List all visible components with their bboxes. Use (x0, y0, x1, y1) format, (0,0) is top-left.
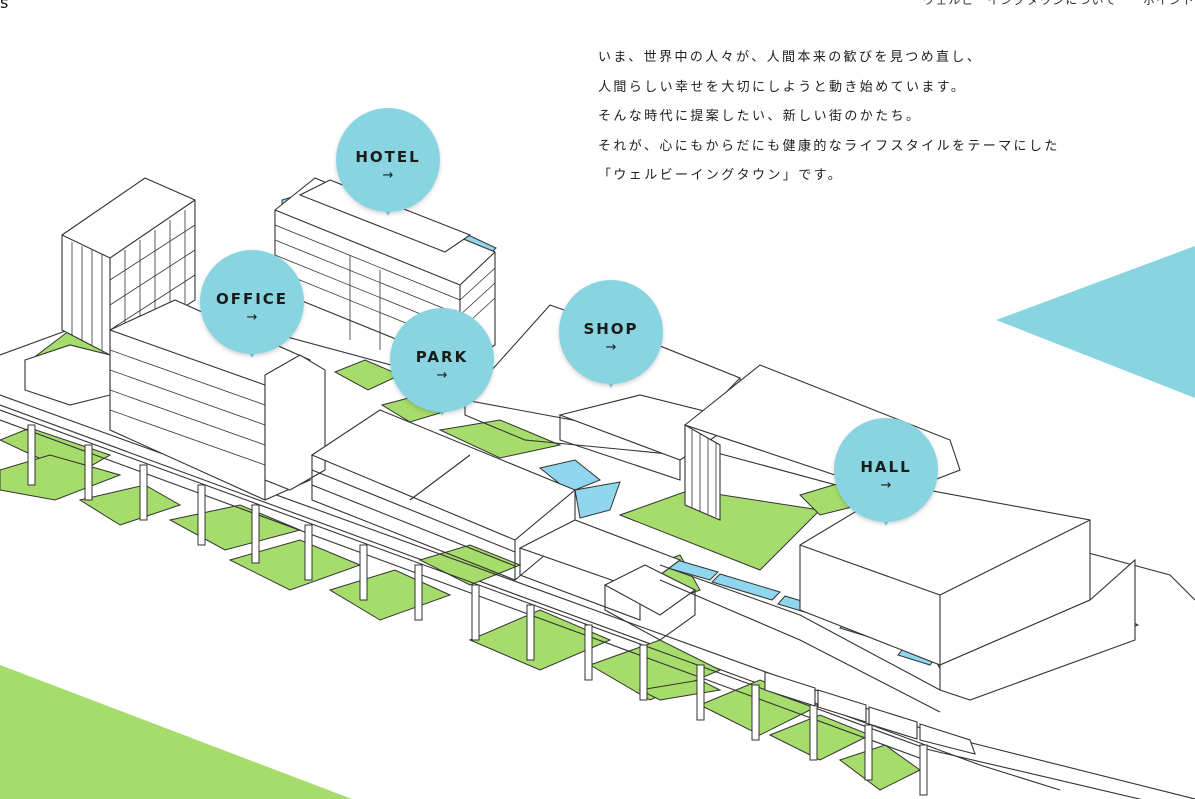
decor-green-triangle (0, 665, 352, 799)
pin-park[interactable]: PARK → (390, 308, 494, 416)
intro-line: 人間らしい幸せを大切にしようと動き始めています。 (598, 79, 967, 95)
arrow-right-icon: → (436, 368, 448, 383)
arrow-right-icon: → (605, 340, 617, 355)
arrow-right-icon: → (246, 310, 258, 325)
decor-blue-triangle (996, 246, 1195, 398)
arrow-right-icon: → (880, 478, 892, 493)
pin-hall[interactable]: HALL → (834, 418, 938, 526)
pin-label: HOTEL (355, 148, 421, 166)
pin-bubble (834, 418, 938, 522)
park-terraces (310, 409, 697, 641)
monorail-train (764, 671, 976, 755)
pin-label: PARK (415, 348, 469, 366)
pin-label: OFFICE (215, 290, 289, 308)
pin-shop[interactable]: SHOP → (559, 280, 663, 388)
corner-mark: s (0, 0, 9, 12)
pin-bubble (390, 308, 494, 412)
arrow-right-icon: → (382, 168, 394, 183)
intro-text: いま、世界中の人々が、人間本来の歓びを見つめ直し、 人間らしい幸せを大切にしよう… (598, 43, 1178, 191)
top-nav: ウェルビーイングタウンについて ポイント (922, 0, 1195, 8)
intro-line: 「ウェルビーイングタウン」です。 (598, 168, 844, 183)
intro-line: そんな時代に提案したい、新しい街のかたち。 (598, 109, 922, 124)
pin-bubble (200, 250, 304, 354)
pin-label: HALL (860, 458, 912, 476)
intro-line: それが、心にもからだにも健康的なライフスタイルをテーマにした (598, 138, 1060, 154)
nav-link-about[interactable]: ウェルビーイングタウンについて (922, 0, 1117, 7)
rail-pillars (27, 424, 928, 796)
pin-bubble (559, 280, 663, 384)
nav-link-points[interactable]: ポイント (1142, 0, 1195, 7)
pin-office[interactable]: OFFICE → (200, 250, 304, 358)
pin-label: SHOP (583, 320, 639, 338)
pin-hotel[interactable]: HOTEL → (336, 108, 440, 216)
intro-line: いま、世界中の人々が、人間本来の歓びを見つめ直し、 (598, 50, 983, 65)
pin-bubble (336, 108, 440, 212)
